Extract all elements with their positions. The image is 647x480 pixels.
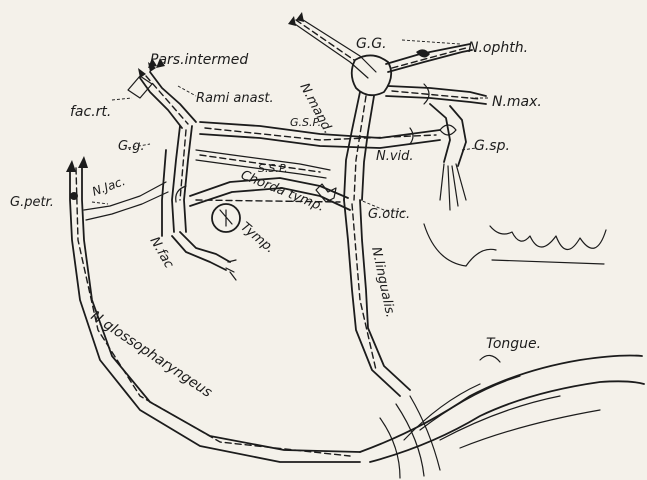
- lingual-nerve: [344, 200, 410, 396]
- mandibular-nerve: [344, 92, 374, 200]
- label-n-glosso: N.glossopharyngeus: [88, 308, 215, 401]
- label-tymp: Tymp.: [237, 220, 277, 257]
- label-gsp-upper: G.S.P.: [290, 116, 321, 129]
- sphenopalatine-ganglion: [430, 104, 466, 210]
- label-rami-anast: Rami anast.: [196, 91, 274, 106]
- label-n-max: N.max.: [492, 94, 542, 110]
- tongue: [360, 355, 644, 478]
- label-pars-intermed: Pars.intermed: [150, 52, 248, 68]
- label-n-jac: N.Jac.: [90, 174, 127, 199]
- gasserian-ganglion: [352, 55, 391, 95]
- label-g-sp: G.sp.: [474, 138, 510, 154]
- teeth-outline: [424, 224, 606, 266]
- label-g-petr: G.petr.: [10, 195, 54, 210]
- label-tongue: Tongue.: [486, 336, 541, 352]
- ophthalmic-nerve: [386, 44, 472, 72]
- maxillary-nerve: [386, 84, 486, 104]
- label-gg-small: G.g.: [118, 139, 145, 154]
- label-gg: G.G.: [356, 36, 387, 52]
- label-fac-rt: fac.rt.: [70, 104, 111, 120]
- label-ssp: S.S.P.: [258, 162, 288, 175]
- label-n-fac: N.fac: [147, 235, 177, 272]
- label-g-otic: G.otic.: [368, 207, 410, 222]
- label-n-lingualis: N.lingualis.: [368, 246, 398, 319]
- tympanic-membrane: [212, 204, 240, 232]
- label-n-vid: N.vid.: [376, 149, 414, 164]
- label-n-ophth: N.ophth.: [468, 40, 528, 56]
- facial-nerve-root: [128, 58, 196, 128]
